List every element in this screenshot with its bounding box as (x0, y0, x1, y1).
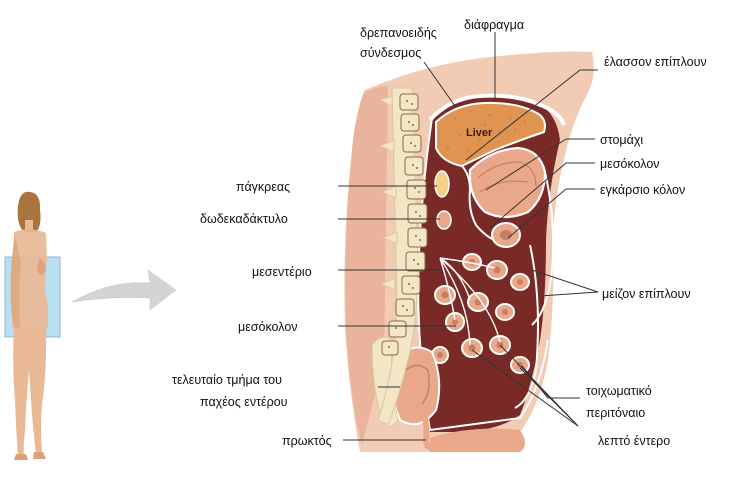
label-mesocolon-top: μεσόκολον (600, 157, 660, 171)
human-figure (4, 191, 61, 460)
label-parietal-peritoneum-line2: περιτόναιο (586, 406, 646, 420)
label-duodenum: δωδεκαδάκτυλο (200, 212, 288, 226)
label-mesentery: μεσεντέριο (252, 265, 312, 279)
label-mesocolon-bottom: μεσόκολον (238, 320, 298, 334)
label-stomach: στομάχι (600, 133, 644, 147)
label-large-intestine-line2: παχέος εντέρου (200, 395, 288, 409)
arrow-icon (71, 269, 177, 311)
leader-lines (338, 32, 599, 441)
label-large-intestine-line1: τελευταίο τμήμα του (172, 373, 282, 387)
label-greater-omentum: μείζον επίπλουν (602, 287, 691, 301)
label-pancreas: πάγκρεας (236, 180, 291, 194)
label-rectum: πρωκτός (282, 434, 332, 448)
pancreas-shape (434, 170, 450, 198)
label-parietal-peritoneum-line1: τοιχωματικό (586, 384, 652, 398)
label-small-intestine: λεπτό έντερο (598, 434, 671, 448)
label-falciform-ligament-line2: σύνδεσμος (360, 46, 422, 60)
liver-label: Liver (466, 127, 493, 139)
label-diaphragm: διάφραγμα (464, 18, 525, 32)
greater-omentum-line (514, 244, 539, 409)
duodenum-shape (436, 210, 452, 230)
mesentery-lines (439, 257, 501, 346)
label-falciform-ligament-line1: δρεπανοειδής (360, 26, 437, 40)
spine (377, 87, 428, 426)
body-section (344, 51, 594, 452)
label-lesser-omentum: έλασσον επίπλουν (604, 55, 707, 69)
label-transverse-colon: εγκάρσιο κόλον (600, 183, 686, 197)
